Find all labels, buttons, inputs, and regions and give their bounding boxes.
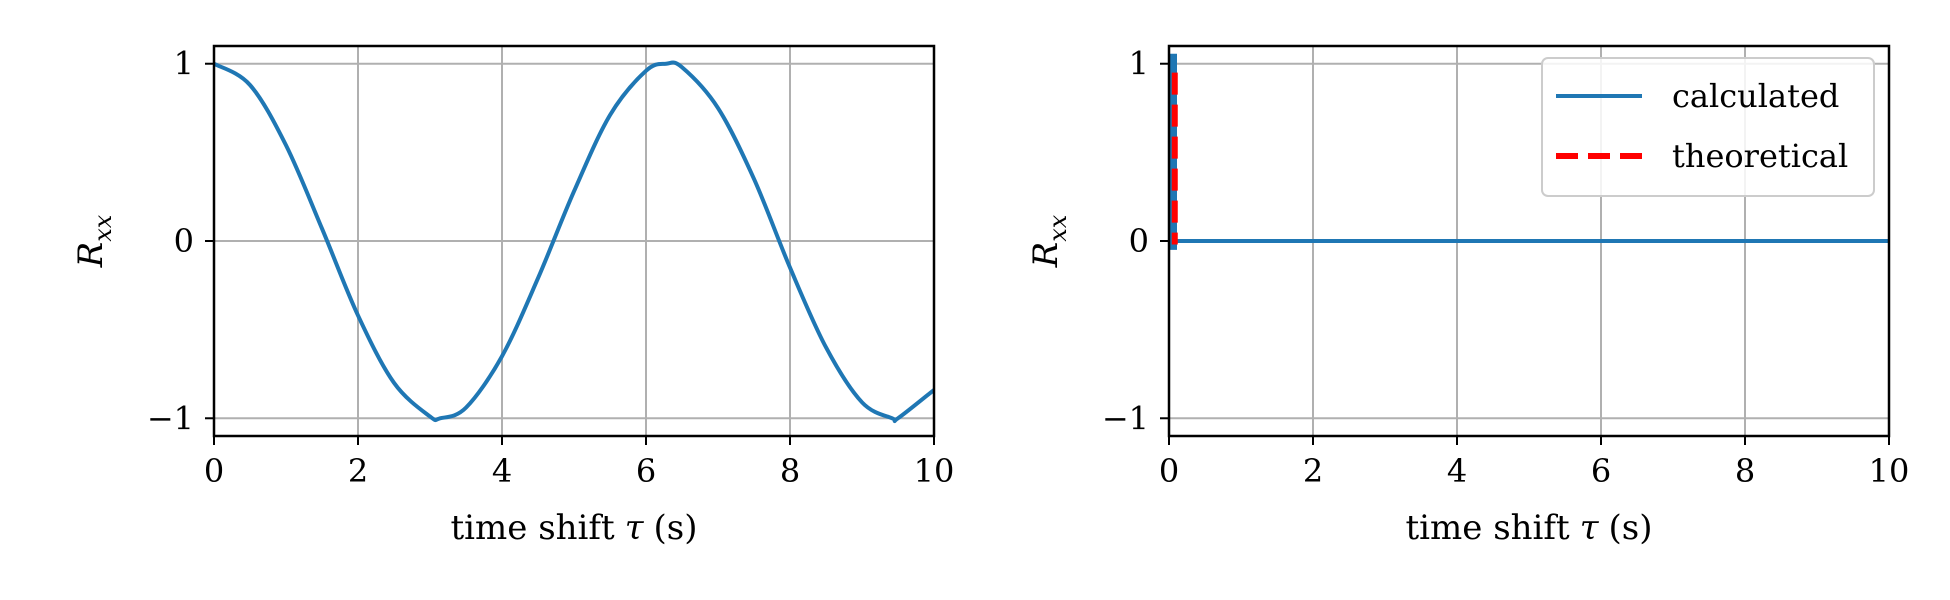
x-tick-label: 10: [1869, 452, 1910, 490]
y-tick-label: −1: [1102, 399, 1149, 437]
x-axis-label-unit: (s): [1609, 508, 1653, 548]
x-axis-label-unit: (s): [654, 508, 698, 548]
x-axis-label-text: time shift: [451, 508, 616, 548]
y-axis-label-main: R: [71, 242, 111, 269]
y-axis-label: Rxx: [71, 214, 117, 268]
x-tick-label: 6: [1591, 452, 1611, 490]
y-axis-label-sub: xx: [1044, 214, 1072, 242]
x-axis-label-symbol: τ: [1580, 508, 1600, 548]
legend-box: [1541, 57, 1875, 197]
x-tick-label: 6: [636, 452, 656, 490]
series-line-signal: [214, 60, 934, 424]
y-tick-label: 0: [1129, 222, 1149, 260]
x-axis-label-symbol: τ: [625, 508, 645, 548]
series-line-calculated: [1169, 63, 1889, 247]
y-tick-label: 0: [174, 222, 194, 260]
x-axis-label-text: time shift: [1406, 508, 1571, 548]
legend-label-calculated: calculated: [1672, 77, 1839, 115]
x-tick-label: 2: [1303, 452, 1323, 490]
y-tick-label: 1: [174, 45, 194, 83]
x-tick-label: 4: [1447, 452, 1467, 490]
x-tick-label: 10: [914, 452, 955, 490]
legend-label-theoretical: theoretical: [1672, 137, 1848, 175]
x-tick-label: 4: [492, 452, 512, 490]
y-tick-label: −1: [147, 399, 194, 437]
x-tick-label: 0: [204, 452, 224, 490]
y-axis-label-sub: xx: [89, 214, 117, 242]
x-tick-label: 0: [1159, 452, 1179, 490]
y-axis-label: Rxx: [1026, 214, 1072, 268]
x-tick-label: 2: [348, 452, 368, 490]
y-tick-label: 1: [1129, 45, 1149, 83]
x-tick-label: 8: [1735, 452, 1755, 490]
x-tick-label: 8: [780, 452, 800, 490]
y-axis-label-main: R: [1026, 242, 1066, 269]
